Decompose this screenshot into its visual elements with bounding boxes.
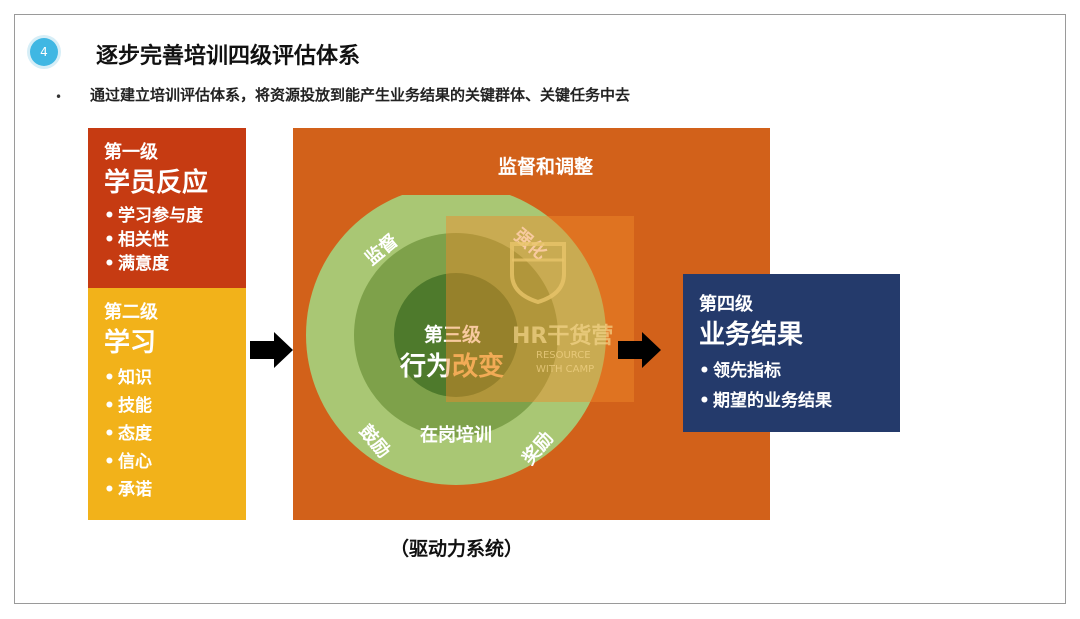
watermark-sub2: WITH CAMP (536, 364, 595, 375)
level1-item: •学习参与度 (104, 206, 203, 226)
level4-item: •领先指标 (699, 361, 781, 381)
watermark-text: HR干货营 (512, 324, 614, 349)
level3-rings: 监督 强化 鼓励 奖励 在岗培训 第三级 行为改变 (306, 195, 606, 485)
level4-item: •期望的业务结果 (699, 391, 832, 411)
level2-name: 学习 (104, 328, 157, 358)
level3-kicker: 第三级 (424, 323, 481, 346)
shield-logo-icon (510, 242, 566, 304)
slide-number-badge: 4 (30, 38, 58, 66)
level2-item: •信心 (104, 452, 152, 472)
level2-items: •知识 •技能 •态度 •信心 •承诺 (104, 364, 246, 504)
ring-inner-label: 在岗培训 (420, 424, 492, 446)
level4-name: 业务结果 (699, 320, 804, 350)
slide-title: 逐步完善培训四级评估体系 (96, 44, 361, 69)
level1-name: 学员反应 (104, 168, 209, 198)
level3-caption: （驱动力系统） (390, 538, 524, 560)
level1-kicker: 第一级 (104, 142, 158, 163)
level4-items: •领先指标 •期望的业务结果 (699, 356, 900, 416)
level4-kicker: 第四级 (699, 294, 753, 315)
level2-item: •承诺 (104, 480, 152, 500)
level3-name: 行为改变 (399, 351, 504, 382)
slide-frame (14, 14, 1066, 604)
level2-box: 第二级 学习 •知识 •技能 •态度 •信心 •承诺 (88, 288, 246, 520)
level2-item: •态度 (104, 424, 152, 444)
level1-item: •满意度 (104, 254, 169, 274)
level2-item: •知识 (104, 368, 152, 388)
level1-box: 第一级 学员反应 •学习参与度 •相关性 •满意度 (88, 128, 246, 288)
arrow-right-icon (618, 332, 661, 368)
level4-box: 第四级 业务结果 •领先指标 •期望的业务结果 (683, 274, 900, 432)
level1-items: •学习参与度 •相关性 •满意度 (104, 204, 246, 276)
arrow-right-icon (250, 332, 293, 368)
level2-item: •技能 (104, 396, 152, 416)
level3-header: 监督和调整 (498, 156, 594, 178)
watermark-overlay (446, 216, 634, 402)
ring-inner (394, 273, 518, 397)
bullet-marker: • (55, 90, 63, 104)
watermark-sub1: RESOURCE (536, 350, 591, 361)
slide-subtitle: 通过建立培训评估体系，将资源投放到能产生业务结果的关键群体、关键任务中去 (90, 86, 631, 104)
level2-kicker: 第二级 (104, 302, 158, 323)
level1-item: •相关性 (104, 230, 169, 250)
